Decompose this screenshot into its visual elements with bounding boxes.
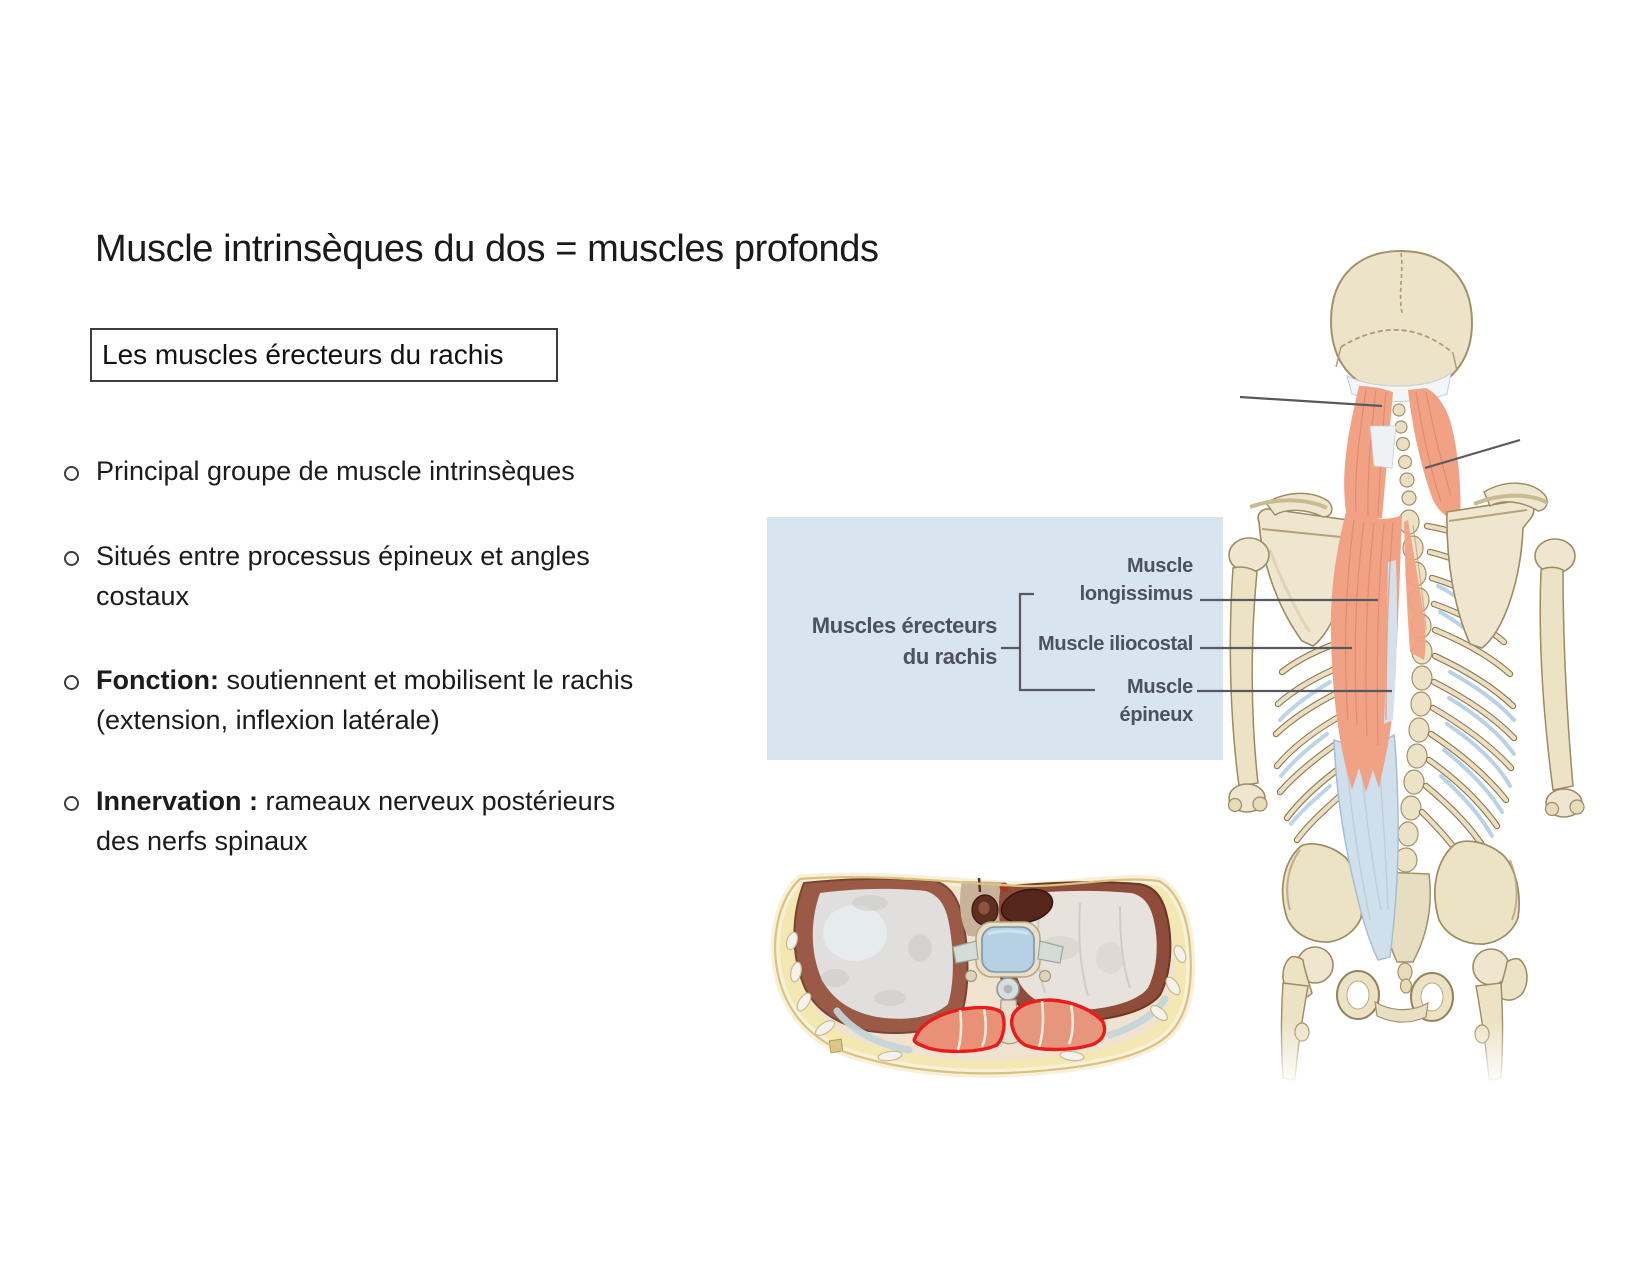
skull bbox=[1329, 249, 1474, 402]
bullet-text: Innervation : rameaux nerveux postérieur… bbox=[96, 786, 616, 856]
subtitle-box-label: Les muscles érecteurs du rachis bbox=[102, 339, 504, 370]
aorta bbox=[1000, 888, 1054, 924]
bullet-circle-icon bbox=[64, 796, 79, 811]
label-muscle-longissimus: Muscle longissimus bbox=[1079, 555, 1194, 605]
bullet-circle-icon bbox=[64, 675, 79, 690]
label-connectors bbox=[1001, 395, 1521, 693]
humerus-right bbox=[1534, 538, 1585, 818]
bullet-item-3: Fonction: soutiennent et mobilisent le r… bbox=[62, 660, 722, 740]
bullet-circle-icon bbox=[64, 551, 79, 566]
bullet-item-2: Situés entre processus épineux et angles… bbox=[62, 536, 722, 616]
bullet-item-1: Principal groupe de muscle intrinsèques bbox=[62, 451, 722, 491]
skeleton-posterior-view bbox=[1227, 249, 1585, 1098]
label-panel-blue bbox=[767, 517, 1223, 760]
bracket bbox=[1018, 592, 1095, 692]
back-muscles-illustration bbox=[767, 249, 1585, 1098]
page-title: Muscle intrinsèques du dos = muscles pro… bbox=[95, 228, 879, 270]
rib-sections bbox=[785, 931, 1187, 1062]
pointer-right bbox=[1424, 438, 1521, 470]
label-muscle-epineux: Muscle épineux bbox=[1119, 676, 1194, 726]
humerus-left bbox=[1227, 537, 1270, 813]
bullet-text: Fonction: soutiennent et mobilisent le r… bbox=[96, 665, 634, 735]
label-muscle-iliocostal: Muscle iliocostal bbox=[1038, 633, 1193, 655]
erector-muscles-highlighted bbox=[912, 998, 1107, 1054]
bullet-item-4: Innervation : rameaux nerveux postérieur… bbox=[62, 781, 722, 861]
erector-spinae-muscle bbox=[1330, 512, 1427, 792]
ribs-left bbox=[1272, 636, 1350, 844]
pointer-left bbox=[1239, 395, 1383, 408]
bullet-text: Situés entre processus épineux et angles… bbox=[96, 541, 590, 611]
subtitle-box: Les muscles érecteurs du rachis bbox=[90, 328, 558, 382]
axial-cross-section bbox=[770, 872, 1196, 1078]
figure-group-label: Muscles érecteurs du rachis bbox=[811, 613, 998, 669]
scapula-right bbox=[1446, 482, 1549, 649]
bullet-circle-icon bbox=[64, 466, 79, 481]
lung-left bbox=[793, 877, 969, 1034]
cervical-vertebrae bbox=[1392, 403, 1417, 506]
neck-erector-muscles bbox=[1344, 386, 1461, 522]
bullet-text: Principal groupe de muscle intrinsèques bbox=[96, 456, 575, 486]
pelvis bbox=[1280, 840, 1528, 1081]
